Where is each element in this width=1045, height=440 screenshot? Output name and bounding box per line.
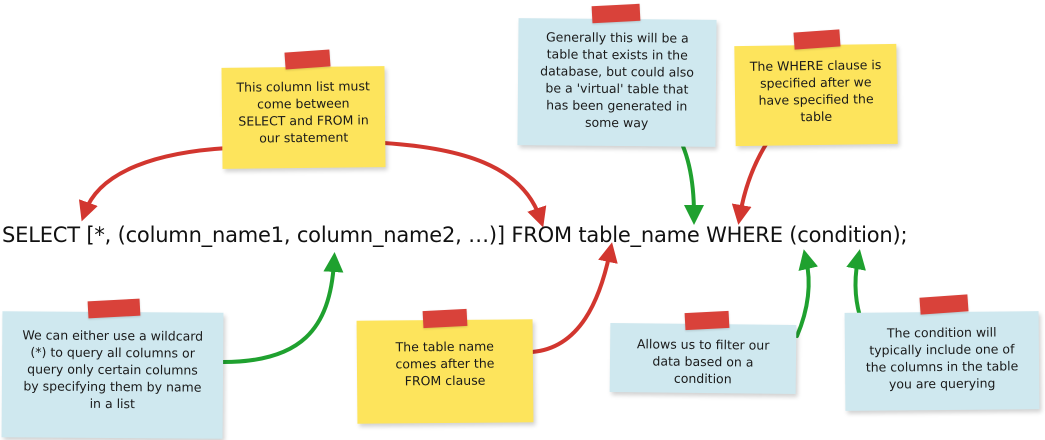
- arrow-column-list-to-select: [78, 146, 230, 222]
- note-table-source-text: Generally this will be a table that exis…: [540, 29, 695, 131]
- note-condition-text: The condition will typically include one…: [865, 324, 1019, 392]
- note-column-list: This column list must come between SELEC…: [221, 66, 386, 169]
- note-filter: Allows us to filter our data based on a …: [609, 323, 797, 394]
- note-column-list-tape: [284, 49, 331, 70]
- note-column-list-text: This column list must come between SELEC…: [236, 78, 370, 146]
- note-table-name-text: The table name comes after the FROM clau…: [395, 338, 495, 389]
- arrow-filter-to-where: [795, 249, 818, 338]
- note-wildcard-text: We can either use a wildcard (*) to quer…: [22, 327, 204, 412]
- note-wildcard-tape: [87, 298, 141, 319]
- note-where-clause-tape: [793, 29, 841, 50]
- note-table-name: The table name comes after the FROM clau…: [356, 319, 534, 424]
- note-wildcard: We can either use a wildcard (*) to quer…: [1, 311, 224, 439]
- sql-statement: SELECT [*, (column_name1, column_name2, …: [2, 223, 908, 247]
- note-table-source-tape: [591, 3, 641, 24]
- note-table-name-tape: [422, 308, 468, 329]
- note-condition-tape: [919, 294, 969, 315]
- arrow-table-name-to-table: [530, 242, 618, 354]
- note-where-clause: The WHERE clause is specified after we h…: [734, 43, 898, 147]
- arrow-column-list-to-from: [382, 141, 547, 228]
- note-filter-tape: [684, 310, 730, 331]
- note-where-clause-text: The WHERE clause is specified after we h…: [749, 57, 882, 125]
- note-condition: The condition will typically include one…: [844, 311, 1040, 411]
- note-filter-text: Allows us to filter our data based on a …: [636, 336, 770, 387]
- arrow-wildcard-to-columns: [221, 252, 344, 364]
- note-table-source: Generally this will be a table that exis…: [517, 18, 717, 147]
